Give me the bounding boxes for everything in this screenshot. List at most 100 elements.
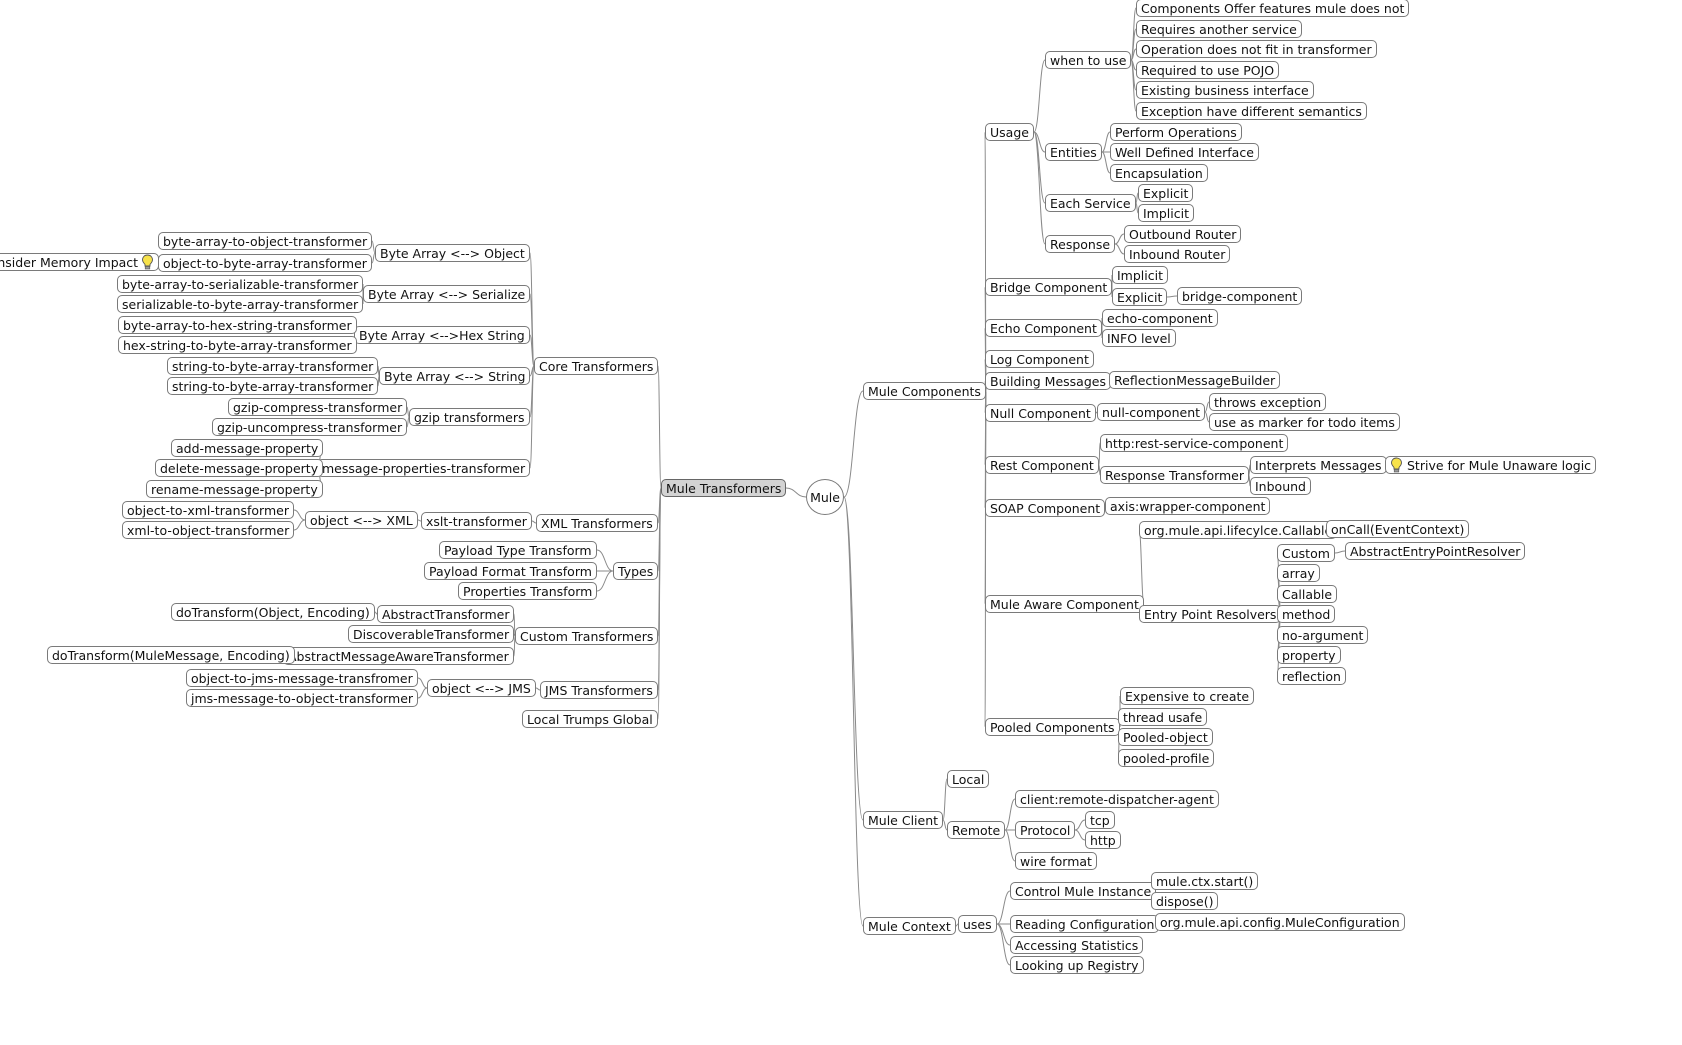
node-jms-message-to-object-transformer[interactable]: jms-message-to-object-transformer <box>186 689 419 707</box>
node-building-messages[interactable]: Building Messages <box>985 372 1111 390</box>
node-inbound[interactable]: Inbound <box>1250 477 1311 495</box>
node-inbound-router[interactable]: Inbound Router <box>1124 245 1231 263</box>
node-mule-context[interactable]: Mule Context <box>863 917 956 935</box>
node-thread-usafe[interactable]: thread usafe <box>1118 708 1208 726</box>
node-accessing-statistics[interactable]: Accessing Statistics <box>1010 936 1144 954</box>
node-abstractentrypointresolver[interactable]: AbstractEntryPointResolver <box>1345 542 1526 560</box>
node-throws-exception[interactable]: throws exception <box>1209 393 1327 411</box>
node-existing-business-interface[interactable]: Existing business interface <box>1136 81 1314 99</box>
node-byte-array-to-string[interactable]: Byte Array <--> String <box>379 367 531 385</box>
node-object-to-xml[interactable]: object <--> XML <box>305 511 418 529</box>
node-null-component[interactable]: Null Component <box>985 404 1096 422</box>
node-mule-aware-component[interactable]: Mule Aware Component <box>985 595 1144 613</box>
node-control-mule-instance[interactable]: Control Mule Instance <box>1010 882 1157 900</box>
node-required-to-use-pojo[interactable]: Required to use POJO <box>1136 61 1280 79</box>
node-byte-array-to-serialize[interactable]: Byte Array <--> Serialize <box>363 285 531 303</box>
node-xml-transformers[interactable]: XML Transformers <box>536 514 658 532</box>
node-consider-memory-impact[interactable]: Consider Memory Impact <box>0 253 160 271</box>
node-pooled-object[interactable]: Pooled-object <box>1118 728 1213 746</box>
node-bridge-component[interactable]: bridge-component <box>1177 287 1303 305</box>
node-string-to-byte-array-transformer[interactable]: string-to-byte-array-transformer <box>167 357 379 375</box>
node-pooled-profile[interactable]: pooled-profile <box>1118 749 1215 767</box>
node-mule-components[interactable]: Mule Components <box>863 382 986 400</box>
node-each-service[interactable]: Each Service <box>1045 194 1136 212</box>
node-payload-format-transform[interactable]: Payload Format Transform <box>424 562 597 580</box>
node-byte-array-to-object-transformer[interactable]: byte-array-to-object-transformer <box>158 232 373 250</box>
node-looking-up-registry[interactable]: Looking up Registry <box>1010 956 1144 974</box>
node-byte-array-to-object[interactable]: Byte Array <--> Object <box>375 244 530 262</box>
node-outbound-router[interactable]: Outbound Router <box>1124 225 1242 243</box>
node-xslt-transformer[interactable]: xslt-transformer <box>421 512 532 530</box>
node-serializable-to-byte-array-transformer[interactable]: serializable-to-byte-array-transformer <box>117 295 364 313</box>
node-delete-message-property[interactable]: delete-message-property <box>155 459 324 477</box>
node-callable[interactable]: Callable <box>1277 585 1338 603</box>
node-string-to-byte-array-transformer[interactable]: string-to-byte-array-transformer <box>167 377 379 395</box>
node-object-to-byte-array-transformer[interactable]: object-to-byte-array-transformer <box>158 254 372 272</box>
node-wire-format[interactable]: wire format <box>1015 852 1097 870</box>
node-gzip-transformers[interactable]: gzip transformers <box>409 408 530 426</box>
node-null-component[interactable]: null-component <box>1097 403 1206 421</box>
node-abstracttransformer[interactable]: AbstractTransformer <box>377 605 515 623</box>
node-operation-does-not-fit-in-transformer[interactable]: Operation does not fit in transformer <box>1136 40 1377 58</box>
node-info-level[interactable]: INFO level <box>1102 329 1176 347</box>
node-xml-to-object-transformer[interactable]: xml-to-object-transformer <box>122 521 295 539</box>
node-dotransform-mulemessage-encoding[interactable]: doTransform(MuleMessage, Encoding) <box>47 646 295 664</box>
node-array[interactable]: array <box>1277 564 1320 582</box>
node-byte-array-to-serializable-transformer[interactable]: byte-array-to-serializable-transformer <box>117 275 364 293</box>
node-properties-transform[interactable]: Properties Transform <box>458 582 598 600</box>
node-reading-configuration[interactable]: Reading Configuration <box>1010 915 1160 933</box>
node-echo-component[interactable]: Echo Component <box>985 319 1102 337</box>
node-tcp[interactable]: tcp <box>1085 811 1115 829</box>
node-gzip-compress-transformer[interactable]: gzip-compress-transformer <box>228 398 408 416</box>
node-oncall-eventcontext[interactable]: onCall(EventContext) <box>1326 520 1470 538</box>
node-components-offer-features-mule-does-not[interactable]: Components Offer features mule does not <box>1136 0 1410 17</box>
node-discoverabletransformer[interactable]: DiscoverableTransformer <box>348 625 515 643</box>
node-client-remote-dispatcher-agent[interactable]: client:remote-dispatcher-agent <box>1015 790 1219 808</box>
node-object-to-xml-transformer[interactable]: object-to-xml-transformer <box>122 501 294 519</box>
node-encapsulation[interactable]: Encapsulation <box>1110 164 1208 182</box>
node-response[interactable]: Response <box>1045 235 1116 253</box>
node-object-to-jms[interactable]: object <--> JMS <box>427 679 536 697</box>
node-gzip-uncompress-transformer[interactable]: gzip-uncompress-transformer <box>212 418 408 436</box>
node-object-to-jms-message-transfromer[interactable]: object-to-jms-message-transfromer <box>186 669 418 687</box>
node-explicit[interactable]: Explicit <box>1138 184 1194 202</box>
node-hex-string-to-byte-array-transformer[interactable]: hex-string-to-byte-array-transformer <box>118 336 357 354</box>
node-implicit[interactable]: Implicit <box>1138 204 1194 222</box>
node-byte-array-tohex-string[interactable]: Byte Array <-->Hex String <box>354 326 530 344</box>
node-mule-ctx-start[interactable]: mule.ctx.start() <box>1151 872 1259 890</box>
node-bridge-component[interactable]: Bridge Component <box>985 278 1113 296</box>
node-when-to-use[interactable]: when to use <box>1045 51 1132 69</box>
node-use-as-marker-for-todo-items[interactable]: use as marker for todo items <box>1209 413 1400 431</box>
node-http[interactable]: http <box>1085 831 1121 849</box>
node-property[interactable]: property <box>1277 646 1341 664</box>
node-custom-transformers[interactable]: Custom Transformers <box>515 627 659 645</box>
node-explicit[interactable]: Explicit <box>1112 288 1168 306</box>
node-local[interactable]: Local <box>947 770 990 788</box>
node-abstractmessageawaretransformer[interactable]: AbstractMessageAwareTransformer <box>283 647 514 665</box>
node-dispose[interactable]: dispose() <box>1151 892 1219 910</box>
node-uses[interactable]: uses <box>958 915 997 933</box>
node-reflectionmessagebuilder[interactable]: ReflectionMessageBuilder <box>1109 371 1281 389</box>
node-org-mule-api-config-muleconfiguration[interactable]: org.mule.api.config.MuleConfiguration <box>1155 913 1405 931</box>
node-implicit[interactable]: Implicit <box>1112 266 1168 284</box>
node-core-transformers[interactable]: Core Transformers <box>534 357 659 375</box>
node-remote[interactable]: Remote <box>947 821 1006 839</box>
node-add-message-property[interactable]: add-message-property <box>171 439 324 457</box>
node-mule-root[interactable]: Mule <box>806 479 844 515</box>
node-reflection[interactable]: reflection <box>1277 667 1346 685</box>
node-mule-client[interactable]: Mule Client <box>863 811 944 829</box>
node-local-trumps-global[interactable]: Local Trumps Global <box>522 710 658 728</box>
node-jms-transformers[interactable]: JMS Transformers <box>540 681 658 699</box>
node-requires-another-service[interactable]: Requires another service <box>1136 20 1302 38</box>
node-rest-component[interactable]: Rest Component <box>985 456 1099 474</box>
node-strive-for-mule-unaware-logic[interactable]: Strive for Mule Unaware logic <box>1385 456 1597 474</box>
node-org-mule-api-lifecylce-callable[interactable]: org.mule.api.lifecylce.Callable <box>1139 521 1338 539</box>
node-usage[interactable]: Usage <box>985 123 1034 141</box>
node-response-transformer[interactable]: Response Transformer <box>1100 466 1250 484</box>
node-exception-have-different-semantics[interactable]: Exception have different semantics <box>1136 102 1367 120</box>
node-method[interactable]: method <box>1277 605 1336 623</box>
node-well-defined-interface[interactable]: Well Defined Interface <box>1110 143 1259 161</box>
node-protocol[interactable]: Protocol <box>1015 821 1076 839</box>
node-interprets-messages[interactable]: Interprets Messages <box>1250 456 1387 474</box>
node-message-properties-transformer[interactable]: message-properties-transformer <box>317 459 531 477</box>
